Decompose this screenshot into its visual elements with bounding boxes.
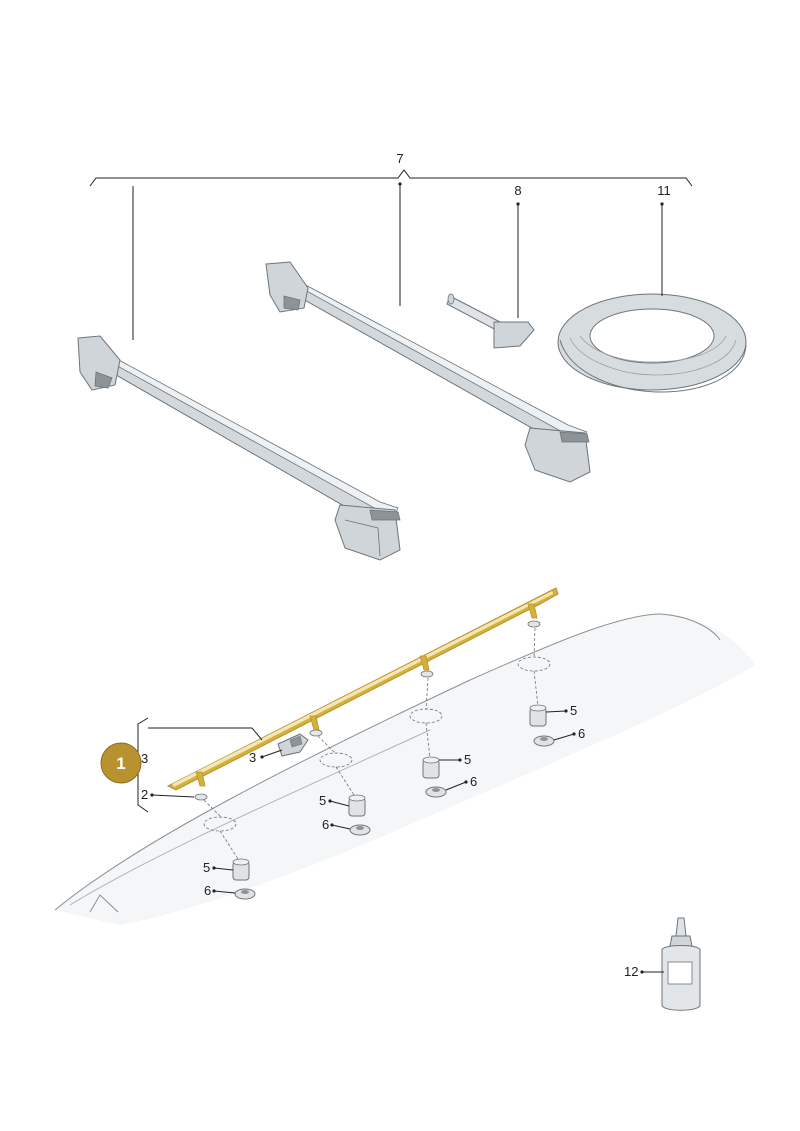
callout-number: 1 — [116, 754, 125, 773]
crossbar-front — [77, 335, 401, 561]
label-spacer: 5 — [319, 793, 326, 808]
spacers — [232, 704, 547, 881]
label-adhesive-bottle: 12 — [624, 964, 638, 979]
label-crossbar-set: 7 — [396, 151, 403, 166]
label-washer: 2 — [141, 787, 148, 802]
label-nut: 6 — [470, 774, 477, 789]
callout-badge: 1 — [100, 742, 142, 784]
label-nut: 6 — [578, 726, 585, 741]
nuts — [234, 735, 555, 900]
roof-rail-highlighted — [166, 587, 559, 791]
label-spacer: 5 — [570, 703, 577, 718]
label-clip: 3 — [249, 750, 256, 765]
label-tool: 8 — [514, 183, 521, 198]
label-nut: 6 — [204, 883, 211, 898]
label-spacer: 5 — [203, 860, 210, 875]
label-spacer: 5 — [464, 752, 471, 767]
clip — [277, 733, 309, 757]
mounting-holes — [203, 627, 551, 863]
part-labels: 7 8 11 3 2 3 5 5 5 5 6 6 6 6 12 — [141, 151, 671, 979]
washers — [194, 620, 541, 801]
strap-roll — [557, 293, 747, 393]
label-fitting-kit: 3 — [141, 751, 148, 766]
adhesive-bottle — [661, 917, 701, 1011]
label-nut: 6 — [322, 817, 329, 832]
mounting-tool — [446, 293, 535, 349]
car-roof-outline — [54, 613, 755, 925]
label-strap-roll: 11 — [657, 183, 671, 198]
crossbar-rear — [265, 261, 591, 483]
